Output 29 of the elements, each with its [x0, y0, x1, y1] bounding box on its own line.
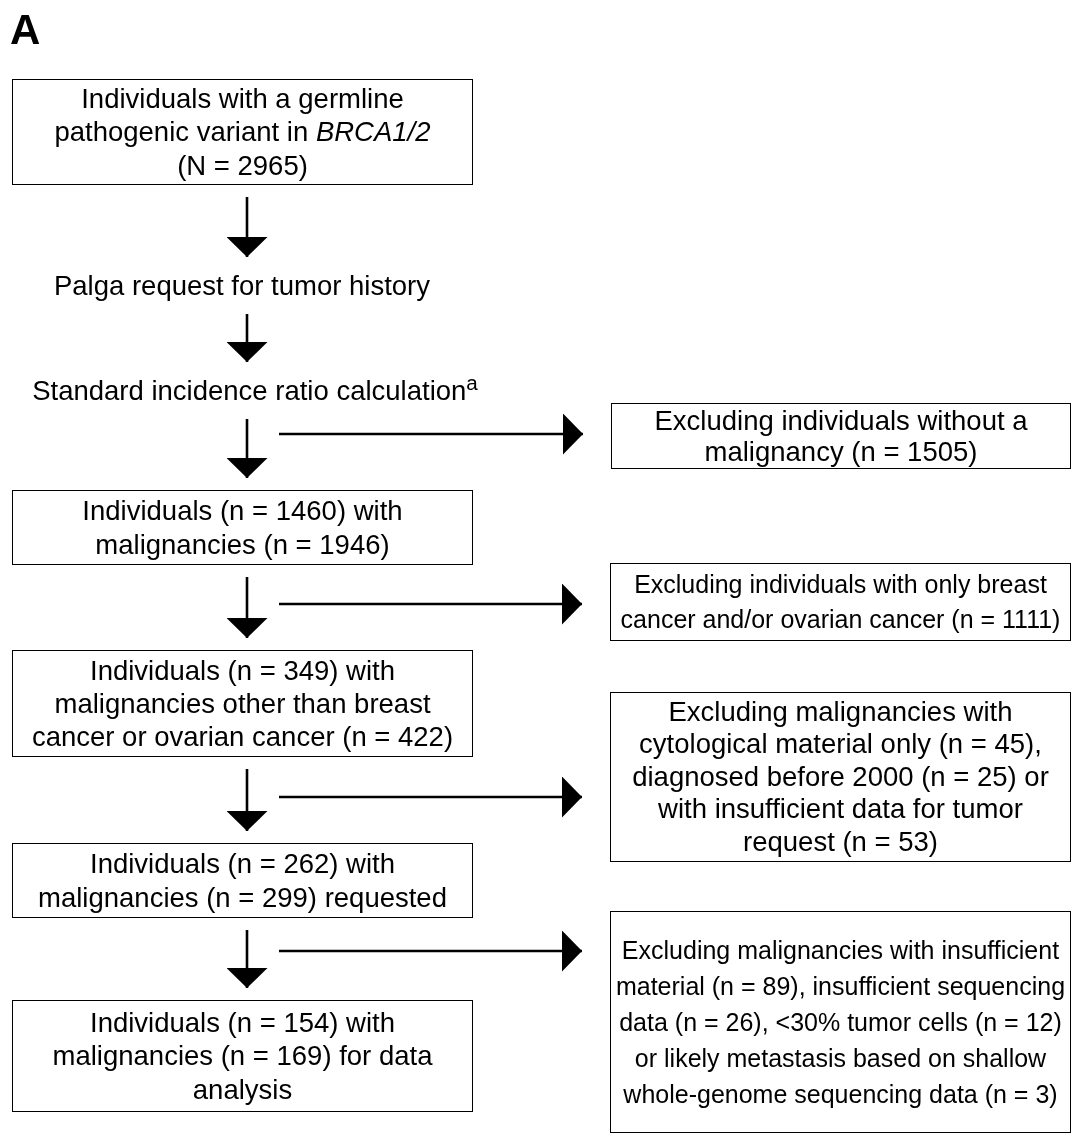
arrow	[279, 413, 583, 455]
arrow	[226, 197, 268, 257]
box-text: Individuals with a germline pathogenic variant in BRCA1/2 (N = 2965)	[53, 82, 432, 182]
arrow	[226, 419, 268, 478]
exclusion-box	[611, 403, 1071, 469]
arrow	[226, 577, 268, 638]
box-text: Individuals (n = 1460) with malignancies (n = 1946)	[81, 494, 404, 561]
exclusion-box	[610, 911, 1071, 1133]
arrow	[279, 930, 582, 972]
box-text: Individuals (n = 349) with malignancies other than breast cancer or ovarian cancer (n = 422)	[30, 653, 455, 754]
box-text: Individuals (n = 154) with malignancies (n = 169) for data analysis	[51, 1006, 434, 1106]
step-text: Standard incidence ratio calculation$^{a}$	[20, 374, 490, 407]
arrow	[226, 769, 268, 831]
arrow	[226, 314, 268, 362]
arrow	[279, 776, 582, 818]
box-text: Excluding individuals with only breast cancer and/or ovarian cancer (n = 1111)	[619, 569, 1062, 635]
process-box	[12, 490, 473, 565]
process-box	[12, 79, 473, 185]
box-text: Excluding individuals without a malignancy (n = 1505)	[653, 405, 1029, 467]
box-text: Individuals (n = 262) with malignancies (n = 299) requested	[37, 847, 448, 914]
process-box	[12, 1000, 473, 1112]
box-text: Excluding malignancies with cytological material only (n = 45), diagnosed before 2000 (n = 25) or with insufficient data for tumor request (n = 53)	[631, 695, 1050, 859]
process-box	[12, 843, 473, 918]
box-text: Excluding malignancies with insufficient material (n = 89), insufficient sequencing data (n = 26), <30% tumor cells (n = 12) or likely metastasis based on shallow whole-genome sequencing data (n = 3)	[614, 935, 1067, 1110]
panel-label: A	[10, 9, 41, 51]
arrow	[226, 930, 268, 988]
exclusion-box	[610, 563, 1071, 641]
arrow	[279, 583, 582, 625]
step-text: Palga request for tumor history	[12, 269, 472, 302]
